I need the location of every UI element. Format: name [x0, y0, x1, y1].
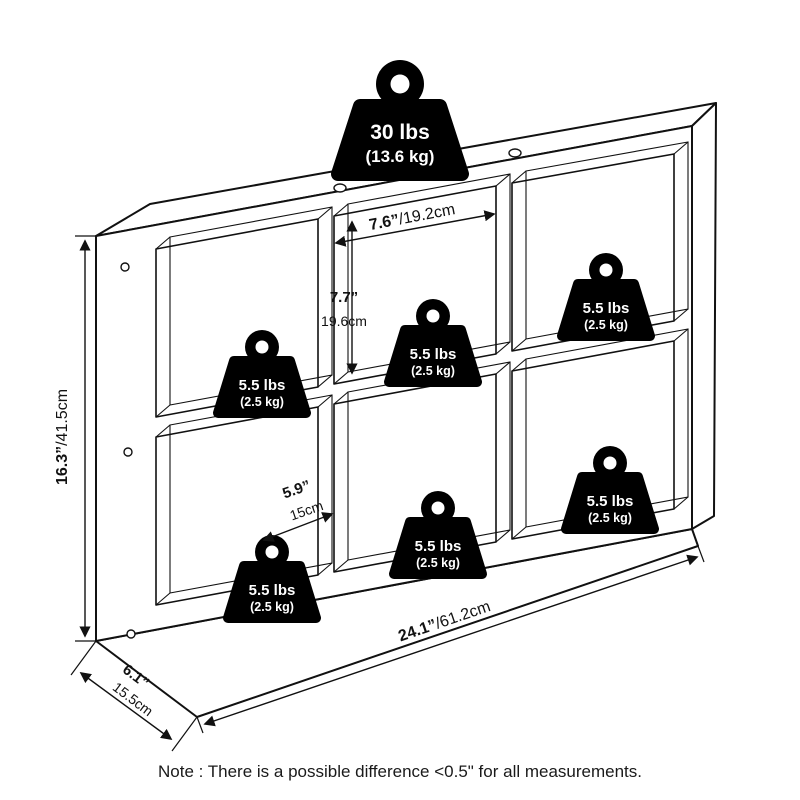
weight-value: 5.5 lbs	[410, 346, 457, 363]
dimension-line	[334, 210, 496, 247]
cabinet-outline	[95, 102, 717, 718]
dimension-line	[203, 554, 699, 727]
weight-value-metric: (13.6 kg)	[366, 147, 435, 166]
extension-tick	[196, 716, 204, 734]
extension-tick	[70, 640, 97, 676]
dimension-line	[79, 672, 173, 740]
weight-value: 5.5 lbs	[583, 300, 630, 317]
dimension-line	[262, 512, 334, 542]
weight-value: 5.5 lbs	[249, 582, 296, 599]
weight-value-metric: (2.5 kg)	[411, 364, 455, 378]
cam-hole	[333, 183, 347, 193]
cam-hole	[120, 262, 130, 272]
weight-value-metric: (2.5 kg)	[584, 318, 628, 332]
shelf-weight-capacity-icon: 5.5 lbs (2.5 kg)	[218, 330, 306, 413]
weight-value: 5.5 lbs	[239, 377, 286, 394]
cam-holes-left	[120, 262, 136, 639]
weight-value-metric: (2.5 kg)	[240, 395, 284, 409]
weight-value: 5.5 lbs	[415, 538, 462, 555]
shelf-weight-capacity-icon: 5.5 lbs (2.5 kg)	[389, 299, 477, 382]
note-text: Note : There is a possible difference <0…	[158, 762, 642, 781]
extension-tick	[697, 545, 705, 563]
weight-value-metric: (2.5 kg)	[588, 511, 632, 525]
cube-height-dimension-label-cm: 19.6cm	[321, 313, 367, 329]
cube-top-right	[511, 141, 689, 352]
weight-value: 30 lbs	[370, 121, 430, 144]
top-weight-capacity-icon: 30 lbs (13.6 kg)	[338, 60, 462, 174]
height-dimension-label: 16.3”/41.5cm	[54, 389, 71, 485]
cam-holes-top	[333, 148, 522, 193]
cam-hole	[508, 148, 522, 158]
cube-height-dimension-label-in: 7.7”	[330, 289, 358, 306]
height-dimension: 16.3”/41.5cm	[54, 235, 96, 642]
weight-value: 5.5 lbs	[587, 493, 634, 510]
shelf-weight-capacity-icon: 5.5 lbs (2.5 kg)	[566, 446, 654, 529]
right-side-face	[691, 102, 717, 530]
weight-value-metric: (2.5 kg)	[250, 600, 294, 614]
weight-value-metric: (2.5 kg)	[416, 556, 460, 570]
cube-top-left	[155, 206, 333, 418]
shelf-weight-capacity-icon: 5.5 lbs (2.5 kg)	[562, 253, 650, 336]
cam-hole	[126, 629, 136, 639]
extension-tick	[171, 716, 198, 752]
cube-height-dimension: 7.7” 19.6cm	[321, 220, 367, 375]
cam-hole	[123, 447, 133, 457]
